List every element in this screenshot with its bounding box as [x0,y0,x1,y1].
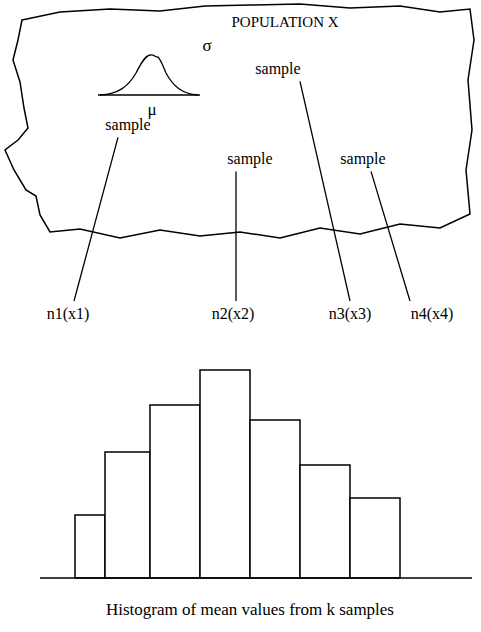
sample-size-label: n4(x4) [411,305,454,323]
bell-curve [98,55,200,95]
sample-size-label: n2(x2) [212,305,255,323]
population-region: POPULATION X [0,0,481,245]
sample-label: sample [340,150,385,168]
population-title: POPULATION X [231,14,338,31]
histogram [40,370,472,578]
sample-label: sample [255,60,300,78]
leader-line [74,137,118,301]
sigma-symbol: σ [202,36,211,56]
sample-label: sample [227,150,272,168]
histogram-caption: Histogram of mean values from k samples [106,600,394,620]
leader-line [300,81,350,301]
sample-label: sample [105,116,150,134]
leader-line [371,171,410,301]
population-outline [0,0,481,245]
leader-lines [74,81,410,301]
sample-size-label: n1(x1) [47,305,90,323]
population-outline [5,4,474,238]
sample-size-label: n3(x3) [329,305,372,323]
leader-line [235,171,236,301]
